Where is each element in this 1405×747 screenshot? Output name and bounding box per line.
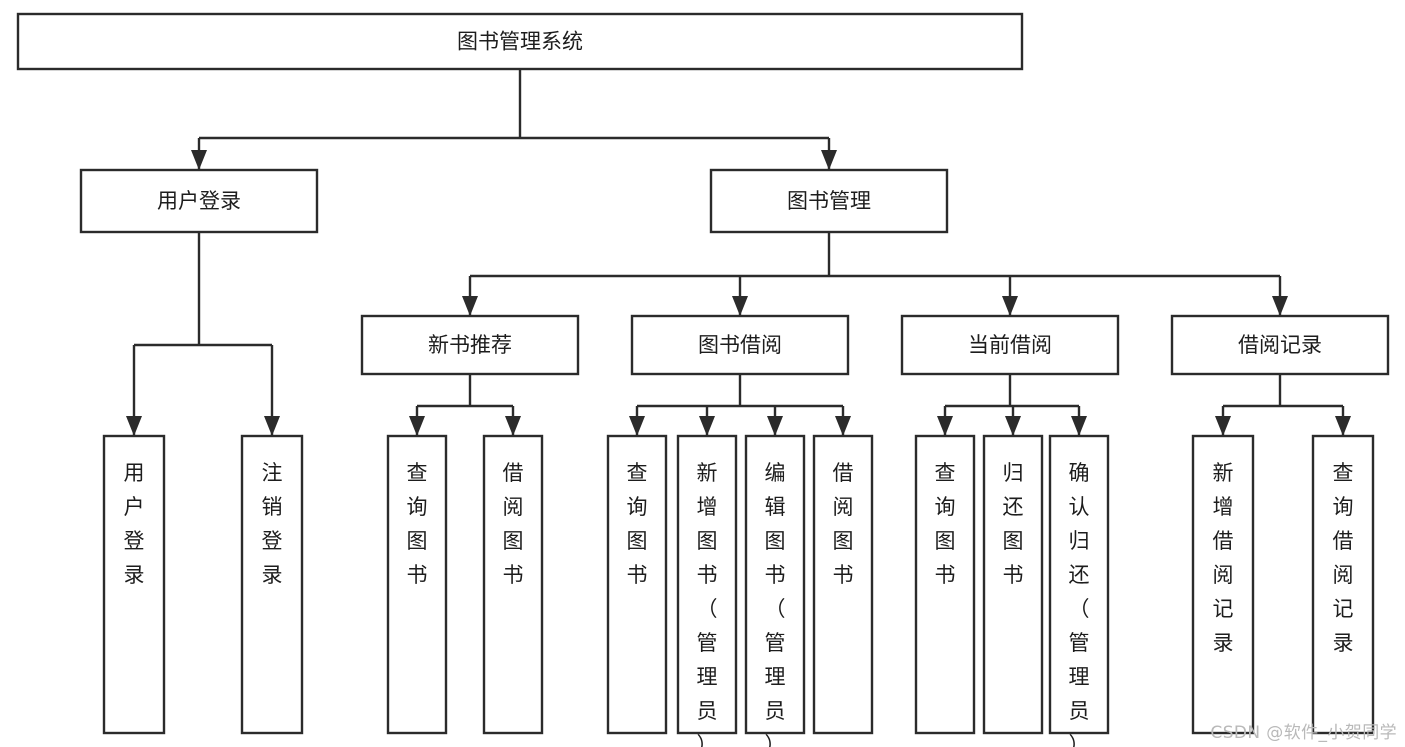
node-borrow-query-book[interactable]: 查询图书 — [606, 434, 668, 735]
node-label-current-query-book: 查询图书 — [935, 461, 956, 587]
node-label-current-borrow: 当前借阅 — [968, 333, 1052, 357]
node-user-login[interactable]: 用户登录 — [79, 168, 319, 234]
node-box-borrow-borrow-book — [812, 434, 874, 735]
arrowhead-icon-borrow-edit-book — [767, 416, 783, 436]
node-box-recommend-query-book — [386, 434, 448, 735]
arrowhead-icon-current-return-book — [1005, 416, 1021, 436]
arrowhead-icon-borrow-records — [1272, 296, 1288, 316]
arrowhead-icon-current-borrow — [1002, 296, 1018, 316]
node-label-recommend-query-book: 查询图书 — [407, 461, 428, 587]
node-box-current-borrow — [900, 314, 1120, 376]
arrowhead-icon-record-add — [1215, 416, 1231, 436]
arrowhead-icon-recommend-borrow-book — [505, 416, 521, 436]
arrowhead-icon-borrow-query-book — [629, 416, 645, 436]
node-label-new-book-recommend: 新书推荐 — [428, 333, 512, 357]
node-label-current-return-book: 归还图书 — [1003, 461, 1024, 587]
node-box-book-borrow — [630, 314, 850, 376]
node-user-logout[interactable]: 注销登录 — [240, 434, 304, 735]
node-record-add[interactable]: 新增借阅记录 — [1191, 434, 1255, 735]
node-box-root — [16, 12, 1024, 71]
node-new-book-recommend[interactable]: 新书推荐 — [360, 314, 580, 376]
node-record-query[interactable]: 查询借阅记录 — [1311, 434, 1375, 735]
node-current-return-book[interactable]: 归还图书 — [982, 434, 1044, 735]
node-box-borrow-query-book — [606, 434, 668, 735]
node-box-current-query-book — [914, 434, 976, 735]
node-current-confirm-return[interactable]: 确认归还（管理员） — [1048, 434, 1110, 747]
arrowhead-icon-user-logout — [264, 416, 280, 436]
arrowhead-icon-borrow-borrow-book — [835, 416, 851, 436]
node-label-book-borrow: 图书借阅 — [698, 333, 782, 357]
node-borrow-edit-book[interactable]: 编辑图书（管理员） — [744, 434, 806, 747]
node-label-root: 图书管理系统 — [457, 30, 583, 54]
node-box-user-logout — [240, 434, 304, 735]
arrowhead-icon-new-book-recommend — [462, 296, 478, 316]
node-box-book-manage — [709, 168, 949, 234]
node-label-borrow-edit-book: 编辑图书（管理员） — [765, 461, 786, 747]
node-box-borrow-edit-book — [744, 434, 806, 735]
node-current-borrow[interactable]: 当前借阅 — [900, 314, 1120, 376]
node-box-record-add — [1191, 434, 1255, 735]
node-borrow-records[interactable]: 借阅记录 — [1170, 314, 1390, 376]
node-user-login-do[interactable]: 用户登录 — [102, 434, 166, 735]
node-box-borrow-records — [1170, 314, 1390, 376]
node-label-user-login: 用户登录 — [157, 189, 241, 213]
node-label-borrow-query-book: 查询图书 — [627, 461, 648, 587]
node-book-borrow[interactable]: 图书借阅 — [630, 314, 850, 376]
arrowhead-icon-user-login — [191, 150, 207, 170]
arrowhead-icon-record-query — [1335, 416, 1351, 436]
node-current-query-book[interactable]: 查询图书 — [914, 434, 976, 735]
arrowhead-icon-current-query-book — [937, 416, 953, 436]
node-box-user-login-do — [102, 434, 166, 735]
node-box-record-query — [1311, 434, 1375, 735]
node-box-current-return-book — [982, 434, 1044, 735]
node-root[interactable]: 图书管理系统 — [16, 12, 1024, 71]
arrowhead-icon-recommend-query-book — [409, 416, 425, 436]
arrowhead-icon-user-login-do — [126, 416, 142, 436]
node-box-borrow-add-book — [676, 434, 738, 735]
node-label-user-login-do: 用户登录 — [124, 461, 145, 587]
node-recommend-query-book[interactable]: 查询图书 — [386, 434, 448, 735]
node-label-record-query: 查询借阅记录 — [1333, 461, 1354, 655]
node-box-user-login — [79, 168, 319, 234]
node-box-current-confirm-return — [1048, 434, 1110, 735]
node-label-recommend-borrow-book: 借阅图书 — [503, 461, 524, 587]
node-box-new-book-recommend — [360, 314, 580, 376]
node-recommend-borrow-book[interactable]: 借阅图书 — [482, 434, 544, 735]
connectors-layer — [126, 69, 1351, 436]
node-borrow-borrow-book[interactable]: 借阅图书 — [812, 434, 874, 735]
arrowhead-icon-book-manage — [821, 150, 837, 170]
node-label-record-add: 新增借阅记录 — [1213, 461, 1234, 655]
node-borrow-add-book[interactable]: 新增图书（管理员） — [676, 434, 738, 747]
node-book-manage[interactable]: 图书管理 — [709, 168, 949, 234]
node-label-borrow-borrow-book: 借阅图书 — [833, 461, 854, 587]
arrowhead-icon-book-borrow — [732, 296, 748, 316]
node-label-current-confirm-return: 确认归还（管理员） — [1069, 461, 1090, 747]
nodes-layer: 图书管理系统用户登录图书管理用户登录注销登录新书推荐图书借阅当前借阅借阅记录查询… — [16, 12, 1390, 747]
node-label-book-manage: 图书管理 — [787, 189, 871, 213]
node-label-borrow-records: 借阅记录 — [1238, 333, 1322, 357]
node-box-recommend-borrow-book — [482, 434, 544, 735]
node-label-user-logout: 注销登录 — [262, 461, 283, 587]
arrowhead-icon-borrow-add-book — [699, 416, 715, 436]
node-label-borrow-add-book: 新增图书（管理员） — [697, 461, 718, 747]
arrowhead-icon-current-confirm-return — [1071, 416, 1087, 436]
